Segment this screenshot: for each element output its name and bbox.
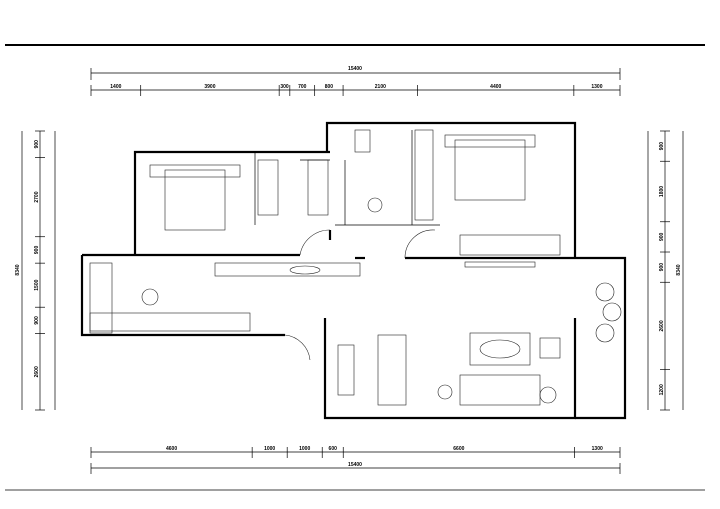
dim-label: 600	[329, 446, 338, 452]
dim-label: 1800	[659, 186, 665, 197]
walls	[80, 121, 627, 420]
dim-label: 300	[280, 84, 289, 90]
dim-label: 900	[659, 142, 665, 151]
top-total-dim: 15400	[348, 66, 362, 72]
dim-label: 1400	[110, 84, 121, 90]
kitchen-counter	[214, 262, 361, 277]
dim-label: 2100	[375, 84, 386, 90]
dining-table	[377, 334, 407, 406]
dim-label: 2700	[34, 191, 40, 202]
bed-right	[454, 139, 526, 201]
dim-label: 900	[659, 263, 665, 272]
sofa	[459, 374, 541, 406]
dim-label: 4400	[490, 84, 501, 90]
dim-label: 900	[34, 246, 40, 255]
dim-label: 4600	[166, 446, 177, 452]
dim-label: 900	[34, 140, 40, 149]
dim-label: 1200	[659, 384, 665, 395]
dim-label: 900	[659, 232, 665, 241]
dim-label: 3900	[204, 84, 215, 90]
dim-label: 700	[298, 84, 307, 90]
left-dimensions: 8340 900 2700 900 1500 900 2600	[15, 130, 56, 411]
wardrobe	[257, 159, 279, 216]
right-dimensions: 8340 900 1800 900 900 2600 1200	[647, 130, 684, 411]
dim-label: 800	[325, 84, 334, 90]
dim-label: 1000	[299, 446, 310, 452]
dim-label: 900	[34, 316, 40, 325]
furniture	[89, 129, 622, 406]
bed-left	[164, 169, 226, 231]
right-total-dim: 8340	[676, 264, 682, 275]
dim-label: 2600	[34, 366, 40, 377]
top-dimensions: 15400 1400 3900 300 700 800 2100 4400 1300	[90, 66, 621, 96]
dim-label: 1300	[591, 84, 602, 90]
dim-label: 2600	[659, 320, 665, 331]
bottom-total-dim: 15400	[348, 462, 362, 468]
dim-label: 1500	[34, 279, 40, 290]
bottom-dimensions: 15400 4600 1000 1000 600 6600 1300	[90, 446, 621, 474]
left-total-dim: 8340	[15, 264, 21, 275]
coffee-table	[469, 332, 531, 366]
tv-cabinet	[459, 234, 561, 256]
dim-label: 1300	[592, 446, 603, 452]
dim-label: 1000	[264, 446, 275, 452]
dim-label: 6600	[453, 446, 464, 452]
